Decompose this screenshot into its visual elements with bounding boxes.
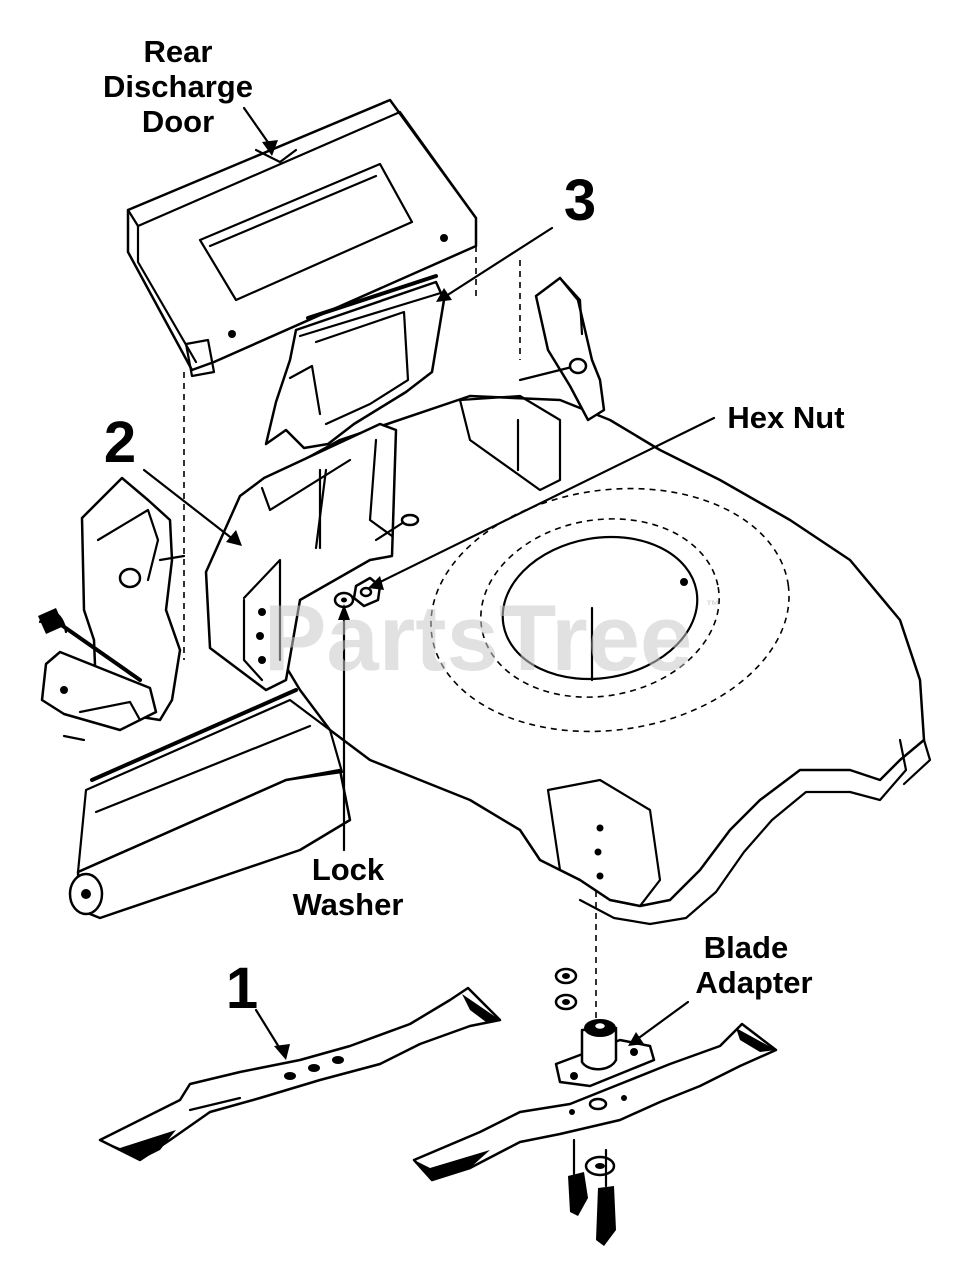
blade-right bbox=[412, 1022, 778, 1182]
label-rear-line2: Discharge bbox=[103, 69, 253, 104]
callout-1: 1 bbox=[226, 956, 258, 1021]
label-lock-line2: Washer bbox=[293, 887, 404, 922]
label-blade-adapter: Blade Adapter bbox=[695, 930, 812, 1000]
callout-3: 3 bbox=[564, 168, 596, 233]
label-rear-line3: Door bbox=[142, 104, 214, 139]
label-hex-nut: Hex Nut bbox=[727, 400, 844, 435]
blade-bolts bbox=[568, 1138, 616, 1246]
height-adjuster-right bbox=[518, 276, 606, 422]
callout-2: 2 bbox=[104, 410, 136, 475]
watermark-logo: PartsTree bbox=[264, 585, 693, 690]
label-lock-line1: Lock bbox=[312, 852, 385, 887]
height-adjuster-left bbox=[38, 476, 186, 742]
label-rear-discharge-door: Rear Discharge Door bbox=[103, 34, 253, 139]
mower-deck bbox=[220, 394, 932, 926]
label-blade-line1: Blade bbox=[704, 930, 788, 965]
label-lock-washer: Lock Washer bbox=[293, 852, 404, 922]
rear-roller bbox=[68, 688, 352, 920]
label-blade-line2: Adapter bbox=[695, 965, 812, 1000]
rear-discharge-door bbox=[126, 98, 478, 378]
part-2-bracket bbox=[204, 422, 420, 692]
adapter-washers bbox=[554, 967, 578, 1011]
alignment-lines bbox=[183, 246, 597, 1030]
label-rear-line1: Rear bbox=[144, 34, 213, 69]
lock-washer-part bbox=[333, 591, 355, 609]
leader-lines bbox=[142, 106, 716, 1060]
blade-adapter-part bbox=[554, 1019, 656, 1088]
watermark-trademark: ™ bbox=[706, 597, 720, 613]
part-1-blade-left bbox=[98, 986, 502, 1162]
